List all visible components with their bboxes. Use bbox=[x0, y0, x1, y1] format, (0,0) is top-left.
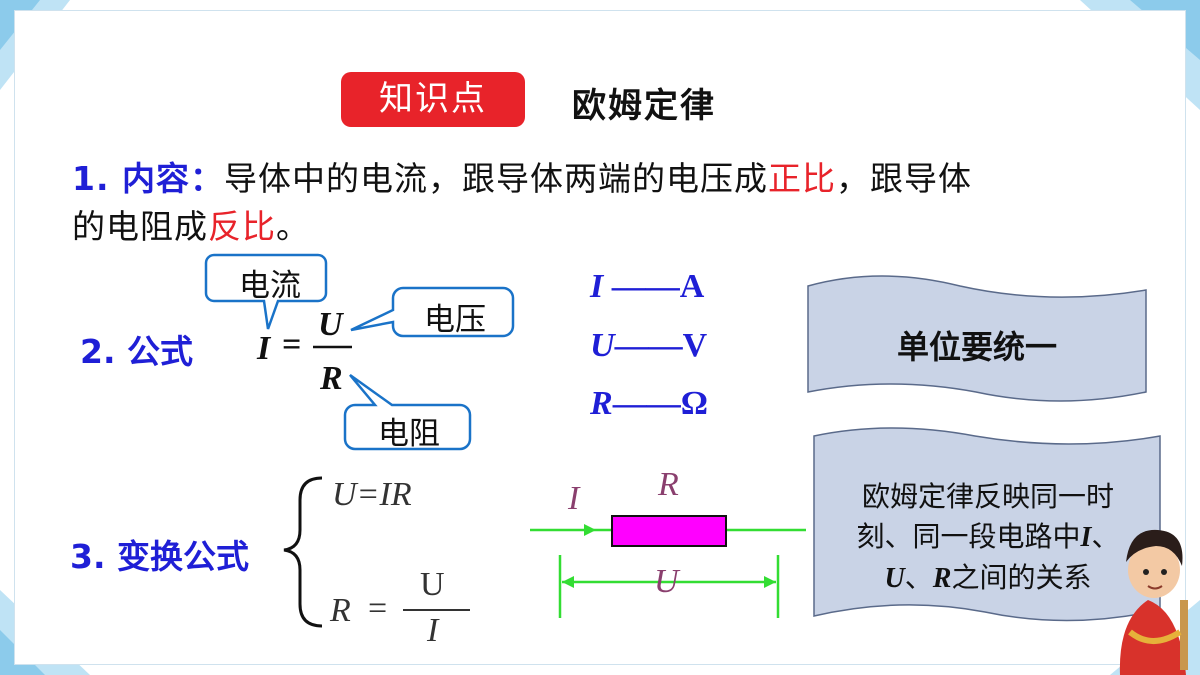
content-line2-before: 的电阻成 bbox=[72, 207, 208, 246]
unit-quantity: R bbox=[590, 385, 613, 422]
relation-note-line3: 之间的关系 bbox=[951, 561, 1092, 594]
unit-dash: —— bbox=[612, 385, 681, 422]
content-inverse-proportion: 反比 bbox=[208, 207, 276, 246]
content-line2-after: 。 bbox=[276, 207, 310, 246]
transform-formula-2-eq: = bbox=[368, 590, 388, 627]
content-line1-after: ，跟导体 bbox=[836, 159, 972, 198]
transform-formula-2-num: U bbox=[420, 566, 445, 603]
unit-row-resistance: R——Ω bbox=[590, 385, 708, 423]
unit-quantity: U bbox=[590, 327, 615, 364]
transform-formula-1: U=IR bbox=[332, 476, 412, 513]
transform-formula-2-lhs: R bbox=[330, 592, 351, 629]
callout-resistance: 电阻 bbox=[378, 416, 440, 452]
unit-quantity: I bbox=[590, 268, 604, 305]
relation-note-line1: 欧姆定律反映同一时 bbox=[861, 480, 1114, 513]
relation-note-I: I bbox=[1080, 522, 1092, 553]
transform-label: 3. 变换公式 bbox=[70, 537, 249, 576]
relation-note-line2: 刻、同一段电路中 bbox=[856, 520, 1081, 553]
formula-numerator: U bbox=[318, 306, 343, 343]
content-line1-before: 导体中的电流，跟导体两端的电压成 bbox=[224, 159, 768, 198]
relation-note: 欧姆定律反映同一时 刻、同一段电路中I、 U、R之间的关系 bbox=[818, 477, 1158, 599]
voltage-arrow-left bbox=[562, 576, 574, 588]
circuit-voltage-label: U bbox=[654, 563, 679, 600]
callout-current: 电流 bbox=[239, 268, 301, 304]
unit-dash: —— bbox=[614, 327, 683, 364]
unit-symbol: A bbox=[679, 268, 705, 305]
law-content: 1. 内容：导体中的电流，跟导体两端的电压成正比，跟导体 的电阻成反比。 bbox=[72, 155, 1132, 251]
callout-voltage: 电压 bbox=[424, 302, 486, 338]
page-title: 欧姆定律 bbox=[572, 86, 716, 126]
formula-equals: = bbox=[282, 326, 302, 363]
content-direct-proportion: 正比 bbox=[768, 159, 836, 198]
relation-note-sep: 、 bbox=[904, 561, 933, 594]
resistor bbox=[611, 515, 727, 547]
circuit-resistor-label: R bbox=[658, 466, 679, 503]
formula-denominator: R bbox=[320, 360, 343, 397]
current-arrow bbox=[584, 524, 596, 536]
unit-dash: —— bbox=[611, 268, 680, 305]
circuit-current-label: I bbox=[568, 480, 580, 517]
content-label: 1. 内容： bbox=[72, 159, 224, 198]
unit-consistency-note: 单位要统一 bbox=[896, 328, 1057, 366]
unit-symbol: Ω bbox=[680, 385, 708, 422]
formula-label: 2. 公式 bbox=[80, 332, 193, 371]
cartoon-character-illustration bbox=[1119, 529, 1188, 675]
transform-formula-2-den: I bbox=[427, 612, 439, 649]
relation-note-R: R bbox=[932, 563, 952, 594]
unit-row-voltage: U——V bbox=[590, 327, 707, 365]
unit-symbol: V bbox=[682, 327, 708, 364]
relation-note-sep: 、 bbox=[1091, 520, 1120, 553]
relation-note-U: U bbox=[884, 563, 905, 594]
unit-row-current: I ——A bbox=[590, 268, 704, 306]
knowledge-point-badge: 知识点 bbox=[341, 72, 525, 127]
formula-lhs: I bbox=[257, 330, 271, 367]
voltage-arrow-right bbox=[764, 576, 776, 588]
